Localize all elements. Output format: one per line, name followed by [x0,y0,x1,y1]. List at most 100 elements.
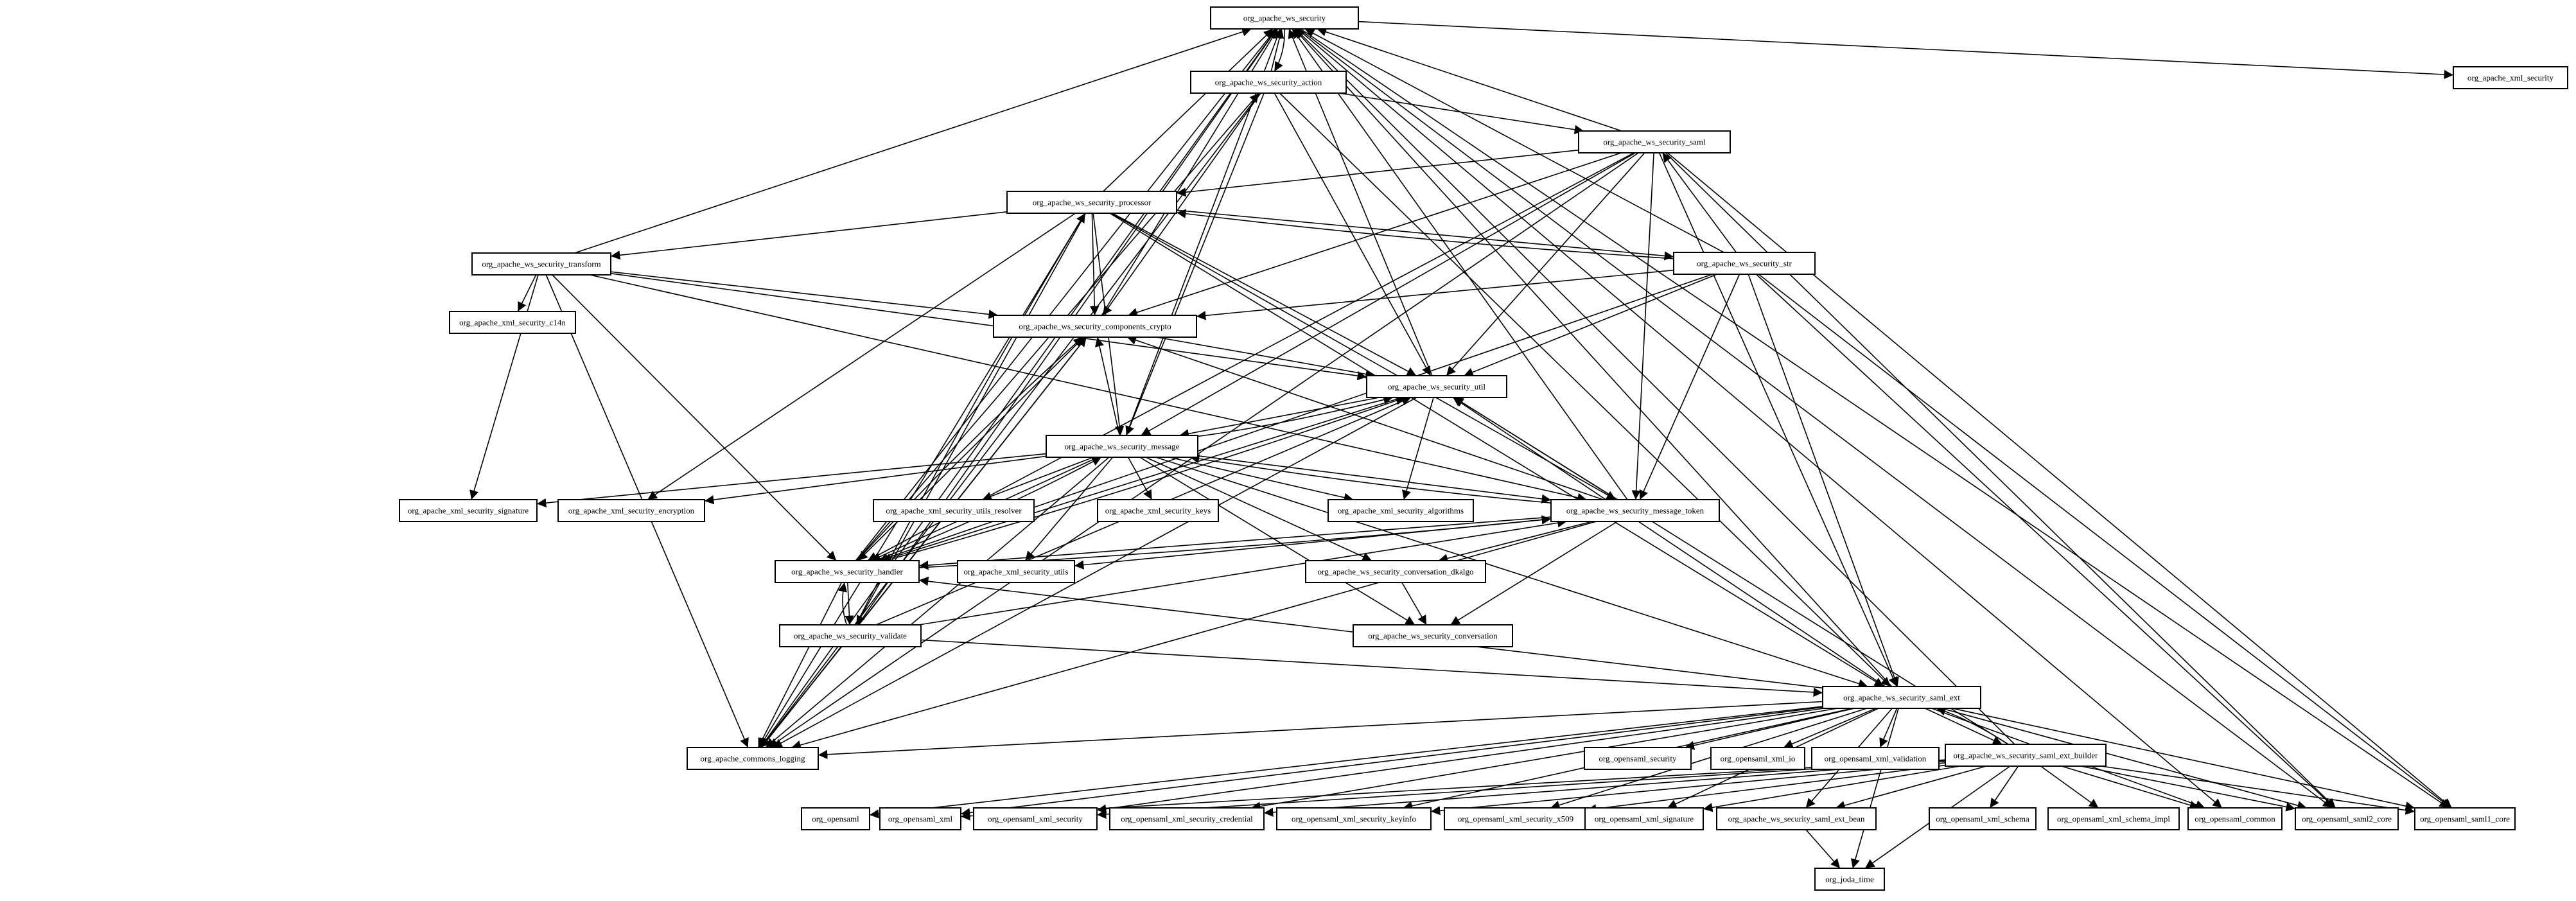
dependency-edge [1661,152,1737,253]
dependency-arrow [768,152,1639,748]
dependency-arrow [1850,708,1899,869]
package-node[interactable]: org_opensaml_saml2_core [2295,807,2399,830]
package-node[interactable]: org_apache_ws_security_saml [1578,130,1731,153]
package-box [2414,807,2516,830]
package-node[interactable]: org_apache_ws_security_validate [779,624,922,647]
package-box [1097,499,1219,522]
package-box [1822,686,1981,709]
package-node[interactable]: org_apache_ws_security_str [1673,252,1816,275]
dependency-edge [1125,92,1265,436]
package-label: org_apache_ws_security_handler [791,567,903,577]
dependency-edge [2080,765,2296,812]
dependency-arrow [918,518,1567,625]
package-node[interactable]: org_apache_xml_security_encryption [557,499,705,522]
dependency-edge [1879,708,1898,748]
dependency-edge [1836,765,1986,810]
package-box [1109,807,1265,830]
package-node[interactable]: org_opensaml_xml_validation [1811,747,1940,770]
package-box [2453,66,2568,89]
dependency-arrow [1024,457,1114,561]
package-node[interactable]: org_opensaml_xml_io [1710,747,1805,770]
package-node[interactable]: org_opensaml_xml_signature [1584,807,1704,830]
package-node[interactable]: org_apache_xml_security_c14n [449,311,576,334]
dependency-arrow [1703,765,1961,812]
dependency-edge [869,706,1823,819]
dependency-arrow [918,516,1552,570]
dependency-edge [1755,274,2336,809]
package-node[interactable]: org_apache_xml_security_keys [1097,499,1219,522]
package-box [1327,499,1474,522]
package-node[interactable]: org_opensaml_security [1584,747,1692,770]
package-label: org_apache_xml_security_utils [964,567,1069,577]
package-node[interactable]: org_opensaml_common [2187,807,2282,830]
dependency-arrow [1317,27,1622,132]
dependency-edge [1102,92,1261,316]
dependency-edge [610,271,998,319]
dependency-edge [1438,521,1593,563]
dependency-edge [855,28,1277,561]
package-node[interactable]: org_apache_ws_security_processor [1006,191,1177,214]
package-node[interactable]: org_apache_ws_security_saml_ext_bean [1716,807,1877,830]
dependency-edge [1295,28,2015,745]
package-node[interactable]: org_apache_ws_security_saml_ext_builder [1945,744,2107,767]
dependency-arrow [1300,28,2449,809]
package-node[interactable]: org_opensaml_xml_security_keyinfo [1276,807,1432,830]
package-node[interactable]: org_apache_xml_security_signature [399,499,538,522]
package-box [2295,807,2399,830]
package-node[interactable]: org_opensaml_xml [879,807,961,830]
package-node[interactable]: org_joda_time [1814,868,1885,891]
package-node[interactable]: org_apache_xml_security [2453,66,2568,89]
package-node[interactable]: org_opensaml_saml1_core [2414,807,2516,830]
package-label: org_apache_ws_security_util [1388,382,1485,392]
dependency-arrow [837,582,848,625]
dependency-arrow [1179,397,1380,439]
package-node[interactable]: org_apache_ws_security_conversation_dkal… [1305,560,1486,583]
package-node[interactable]: org_apache_xml_security_utils_resolver [873,499,1035,522]
package-label: org_apache_ws_security_message [1065,442,1180,451]
package-label: org_apache_xml_security_algorithms [1338,506,1464,516]
dependency-edge [1141,152,1636,436]
dependency-arrow [982,457,1094,501]
dependency-edge [469,274,539,500]
package-node[interactable]: org_apache_ws_security_handler [775,560,920,583]
package-box [993,315,1197,338]
dependency-edge [1196,269,1674,320]
package-node[interactable]: org_apache_ws_security_transform [471,252,611,276]
package-node[interactable]: org_opensaml_xml_security_credential [1109,807,1265,830]
dependency-arrow [1139,457,1415,625]
dependency-arrow [1783,708,1877,749]
package-box [973,807,1098,830]
package-node[interactable]: org_apache_ws_security_saml_ext [1822,686,1981,709]
package-node[interactable]: org_apache_ws_security_util [1366,375,1507,398]
dependency-edge [1176,209,1674,261]
dependency-arrow [1299,28,2333,809]
dependency-arrow [1197,395,1393,437]
package-node[interactable]: org_apache_ws_security_action [1190,71,1347,94]
package-box [1353,624,1513,647]
package-label: org_apache_ws_security_saml_ext_builder [1953,751,2098,760]
package-node[interactable]: org_opensaml_xml_security_x509 [1444,807,1588,830]
package-node[interactable]: org_apache_ws_security_components_crypto [993,315,1197,338]
package-label: org_apache_ws_security_conversation [1368,631,1498,641]
package-node[interactable]: org_opensaml_xml_schema [1929,807,2037,830]
package-box [1716,807,1877,830]
package-node[interactable]: org_apache_ws_security_message [1046,435,1198,458]
package-node[interactable]: org_apache_ws_security_message_token [1550,499,1720,522]
package-node[interactable]: org_apache_ws_security [1210,6,1359,30]
package-node[interactable]: org_opensaml [801,807,870,830]
package-node[interactable]: org_opensaml_xml_schema_impl [2047,807,2180,830]
package-node[interactable]: org_apache_xml_security_algorithms [1327,499,1474,522]
package-node[interactable]: org_apache_ws_security_conversation [1353,624,1513,647]
dependency-arrow [1446,152,1645,376]
package-label: org_apache_ws_security_action [1215,78,1322,87]
package-box [1444,807,1588,830]
dependency-arrow [856,337,1083,561]
dependency-arrow [1430,762,1946,816]
package-box [2187,807,2282,830]
dependency-edge [1197,455,1552,503]
package-node[interactable]: org_opensaml_xml_security [973,807,1098,830]
package-node[interactable]: org_apache_commons_logging [687,747,819,770]
package-label: org_apache_xml_security_c14n [459,318,566,328]
package-node[interactable]: org_apache_xml_security_utils [957,560,1075,583]
